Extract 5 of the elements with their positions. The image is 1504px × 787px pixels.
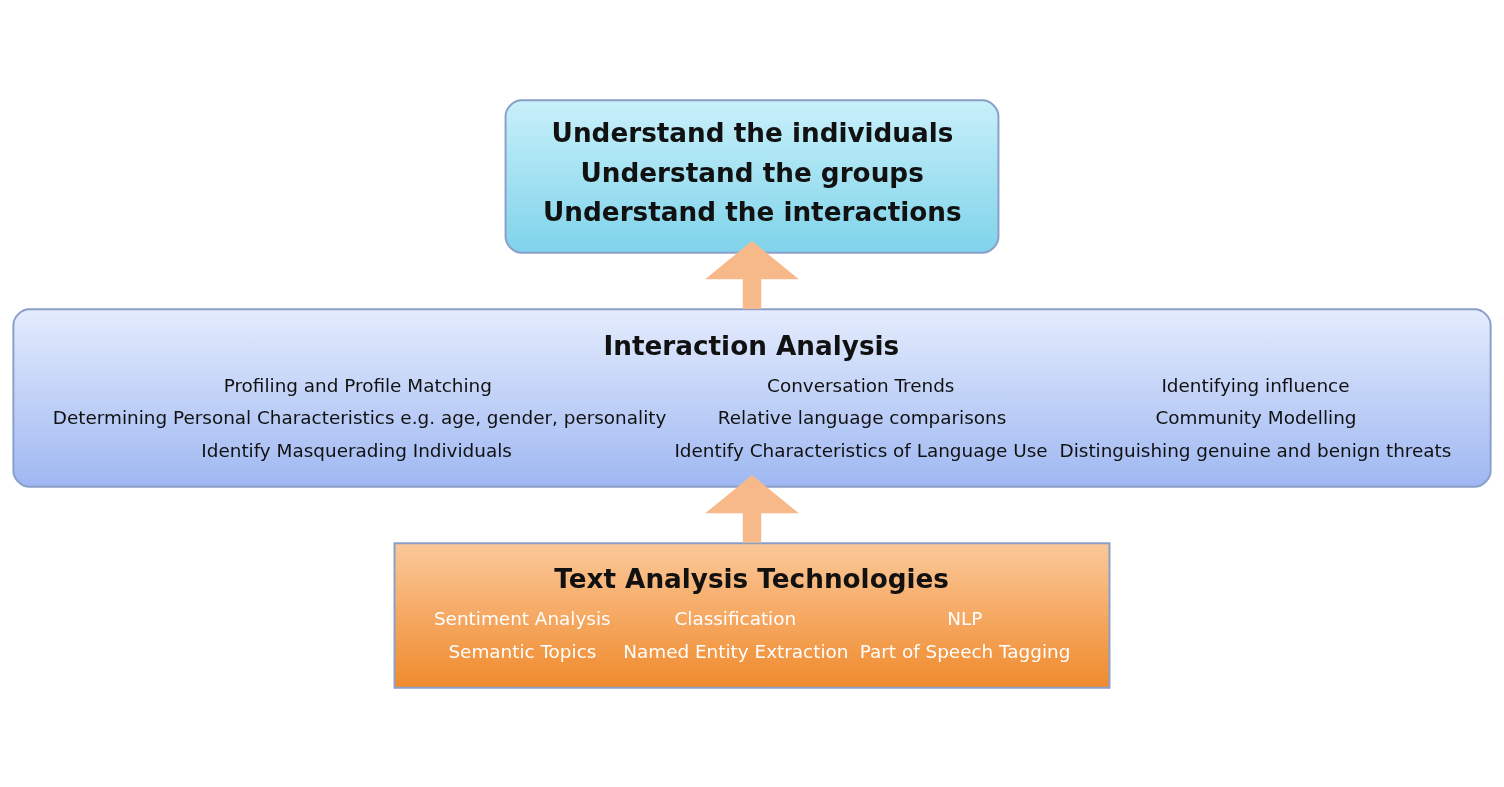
node-box: Text Analysis Technologies Sentiment Analysis Classification NLP Semantic Topics Named Entity Extraction Part of Speech Tagging — [393, 541, 1111, 689]
node-box: Understand the individuals Understand the groups Understand the interactions — [504, 98, 1000, 254]
arrow — [705, 240, 799, 309]
node-box: Interaction Analysis Profiling and Profile Matching Conversation Trends Identifying influence Determining Personal Characteristics e.g. age, gender, personality Relative language comparisons Community Modelling Identify Masquerading Individuals Identify Characteristics of Language Use Distinguishing genuine and benign threats — [12, 307, 1492, 488]
arrow — [705, 474, 799, 543]
